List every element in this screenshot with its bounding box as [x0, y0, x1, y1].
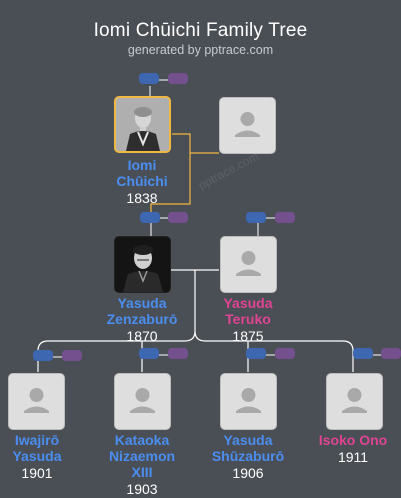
family-connectors — [37, 269, 354, 372]
name-line: Yasuda — [12, 448, 62, 464]
person-name-zenzaburo: Yasuda Zenzaburō — [87, 295, 197, 327]
name-line: Zenzaburō — [106, 311, 178, 327]
expand-father-button[interactable] — [246, 348, 266, 359]
portrait-iomi[interactable] — [114, 96, 171, 153]
portrait-teruko[interactable] — [220, 236, 277, 293]
connector-line — [194, 330, 354, 372]
portrait-shuzaburo[interactable] — [220, 373, 277, 430]
person-name-iomi: Iomi Chūichi — [87, 157, 197, 189]
page-subtitle: generated by pptrace.com — [127, 43, 274, 57]
expand-father-button[interactable] — [246, 212, 266, 223]
expand-mother-button[interactable] — [381, 348, 401, 359]
expand-mother-button[interactable] — [275, 212, 295, 223]
portrait-isoko[interactable] — [326, 373, 383, 430]
name-line: Chūichi — [116, 173, 168, 189]
expand-father-button[interactable] — [353, 348, 373, 359]
expand-mother-button[interactable] — [168, 73, 188, 84]
name-line: Nizaemon — [108, 448, 176, 464]
expand-father-button[interactable] — [139, 73, 159, 84]
expand-mother-button[interactable] — [168, 212, 188, 223]
birth-year-isoko: 1911 — [337, 449, 369, 465]
person-name-kataoka: Kataoka Nizaemon XIII — [87, 432, 197, 480]
portrait-photo-icon — [116, 98, 169, 151]
expand-mother-button[interactable] — [275, 348, 295, 359]
birth-year-iwajiro: 1901 — [21, 465, 53, 481]
name-line: Kataoka — [114, 432, 170, 448]
portrait-iwajiro[interactable] — [8, 373, 65, 430]
birth-year-teruko: 1875 — [232, 328, 264, 344]
person-name-teruko: Yasuda Teruko — [193, 295, 303, 327]
connector-line — [150, 133, 191, 221]
expand-father-button[interactable] — [139, 348, 159, 359]
highlight-connectors — [150, 133, 219, 221]
avatar-placeholder-icon — [236, 388, 261, 413]
portrait-kataoka[interactable] — [114, 373, 171, 430]
avatar-placeholder-icon — [130, 388, 155, 413]
birth-year-iomi: 1838 — [126, 190, 158, 206]
name-line: Iwajirō — [14, 432, 60, 448]
expand-mother-button[interactable] — [168, 348, 188, 359]
connector-line — [37, 330, 196, 372]
page-title: Iomi Chūichi Family Tree — [93, 20, 308, 41]
expand-mother-button[interactable] — [62, 350, 82, 361]
avatar-placeholder-icon — [236, 251, 261, 276]
birth-year-kataoka: 1903 — [126, 481, 158, 497]
birth-year-zenzaburo: 1870 — [126, 328, 158, 344]
portrait-iomi-spouse[interactable] — [219, 97, 276, 154]
avatar-placeholder-icon — [235, 112, 260, 137]
birth-year-shuzaburo: 1906 — [232, 465, 264, 481]
name-line: Shūzaburō — [211, 448, 285, 464]
name-line: Yasuda — [223, 432, 273, 448]
name-line: XIII — [131, 464, 153, 480]
name-line: Yasuda — [117, 295, 167, 311]
name-line: Isoko Ono — [318, 432, 388, 448]
name-line: Iomi — [127, 157, 157, 173]
portrait-photo-icon — [115, 237, 170, 292]
person-name-isoko: Isoko Ono — [298, 432, 401, 448]
name-line: Teruko — [225, 311, 271, 327]
person-name-iwajiro: Iwajirō Yasuda — [0, 432, 92, 464]
portrait-zenzaburo[interactable] — [114, 236, 171, 293]
expand-father-button[interactable] — [33, 350, 53, 361]
avatar-placeholder-icon — [24, 388, 49, 413]
name-line: Yasuda — [223, 295, 273, 311]
expand-father-button[interactable] — [140, 212, 160, 223]
person-name-shuzaburo: Yasuda Shūzaburō — [193, 432, 303, 464]
avatar-placeholder-icon — [342, 388, 367, 413]
